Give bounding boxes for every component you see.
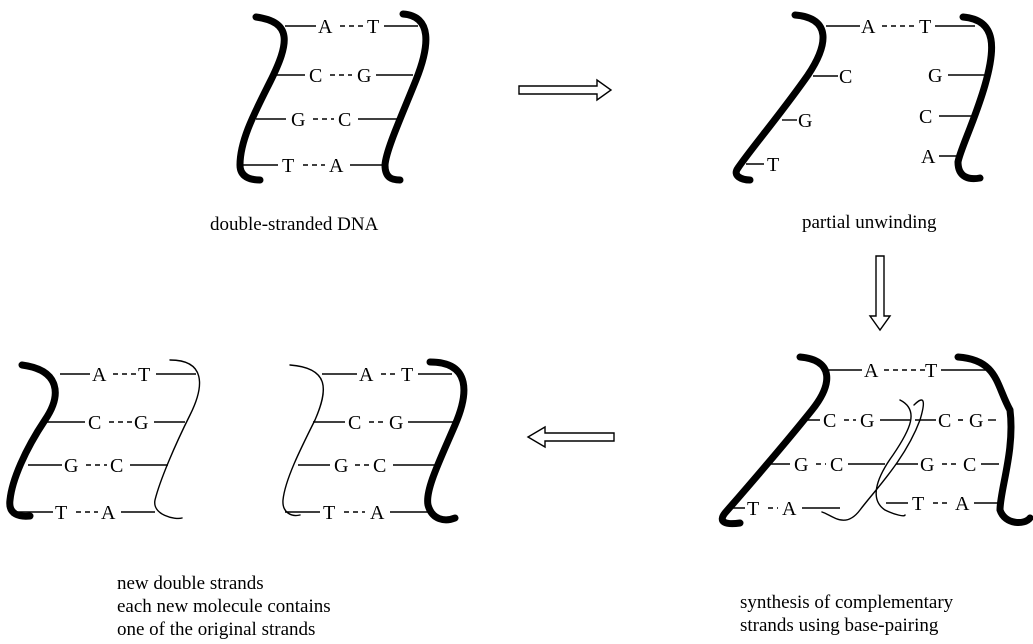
panel-new-double-strands: A T C G G C T A A T C G G C: [6, 358, 468, 640]
original-strand-left: [236, 13, 288, 184]
molecule-b-new-strand: [282, 364, 325, 517]
molecule-a-pair-2-right: G: [134, 412, 148, 434]
new-strand-right: [875, 399, 912, 517]
panel-partial-unwinding: A T C G T G C A partial unwinding: [732, 11, 996, 233]
molecule-a-pair-4-right: A: [101, 502, 116, 524]
base-left-pair-3-left: T: [747, 498, 759, 520]
caption-synthesis-line-2: strands using base-pairing: [740, 615, 939, 636]
molecule-b-original-strand: [424, 358, 468, 524]
caption-synthesis-line-1: synthesis of complementary: [740, 592, 954, 613]
panel-synthesis: A T C G G C T A C G G C T A synthesis: [718, 353, 1033, 636]
panel-double-stranded-dna: A T C G G C T A double-stranded DNA: [210, 10, 430, 235]
base-pair-4-right: A: [329, 155, 344, 177]
base-unpaired-right-1: G: [928, 65, 942, 87]
original-strand-left: [732, 11, 827, 184]
caption-new-strands-line-3: one of the original strands: [117, 619, 315, 640]
molecule-b-pair-2-left: C: [348, 412, 361, 434]
base-pair-3-right: C: [338, 109, 351, 131]
base-unpaired-left-3: T: [767, 154, 779, 176]
base-pair-3-left: G: [291, 109, 305, 131]
base-left-pair-3-right: A: [782, 498, 797, 520]
base-pair-2-left: C: [309, 65, 322, 87]
base-unpaired-right-2: C: [919, 106, 932, 128]
caption-double-stranded-dna: double-stranded DNA: [210, 214, 379, 235]
base-right-pair-2-left: G: [920, 454, 934, 476]
caption-partial-unwinding: partial unwinding: [802, 212, 937, 233]
original-strand-left: [718, 353, 831, 528]
molecule-b-pair-2-right: G: [389, 412, 403, 434]
molecule-a-pair-1-left: A: [92, 364, 107, 386]
arrow-down: [868, 255, 892, 332]
base-top-right: T: [919, 16, 931, 38]
base-right-pair-3-left: T: [912, 493, 924, 515]
caption-new-strands-line-1: new double strands: [117, 573, 264, 594]
molecule-b-pair-4-right: A: [370, 502, 385, 524]
molecule-b-pair-4-left: T: [323, 502, 335, 524]
molecule-a-original-strand: [6, 361, 59, 520]
base-unpaired-right-3: A: [921, 146, 936, 168]
original-strand-right: [954, 13, 996, 183]
molecule-b-pair-3-right: C: [373, 455, 386, 477]
base-top-left: A: [864, 360, 879, 382]
base-pair-1-left: A: [318, 16, 333, 38]
base-pair-4-left: T: [282, 155, 294, 177]
caption-new-strands-line-2: each new molecule contains: [117, 596, 331, 617]
molecule-b-pair-3-left: G: [334, 455, 348, 477]
base-unpaired-left-2: G: [798, 110, 812, 132]
molecule-a-pair-3-right: C: [110, 455, 123, 477]
base-unpaired-left-1: C: [839, 66, 852, 88]
base-right-pair-2-right: C: [963, 454, 976, 476]
molecule-a-pair-3-left: G: [64, 455, 78, 477]
base-right-pair-1-left: C: [938, 410, 951, 432]
molecule-b-pair-1-left: A: [359, 364, 374, 386]
original-strand-right: [381, 10, 430, 184]
molecule-b-pair-1-right: T: [401, 364, 413, 386]
base-top-left: A: [861, 16, 876, 38]
arrow-right: [518, 78, 613, 102]
original-strand-right: [954, 353, 1033, 526]
molecule-a-pair-4-left: T: [55, 502, 67, 524]
base-pair-1-right: T: [367, 16, 379, 38]
new-strand-left: [821, 399, 925, 521]
molecule-a-pair-2-left: C: [88, 412, 101, 434]
molecule-a-new-strand: [154, 359, 201, 520]
base-pair-2-right: G: [357, 65, 371, 87]
base-left-pair-2-left: G: [794, 454, 808, 476]
base-top-right: T: [925, 360, 937, 382]
arrow-left: [526, 425, 615, 449]
molecule-a-pair-1-right: T: [138, 364, 150, 386]
base-left-pair-1-left: C: [823, 410, 836, 432]
base-right-pair-3-right: A: [955, 493, 970, 515]
base-left-pair-1-right: G: [860, 410, 874, 432]
base-left-pair-2-right: C: [830, 454, 843, 476]
base-right-pair-1-right: G: [969, 410, 983, 432]
